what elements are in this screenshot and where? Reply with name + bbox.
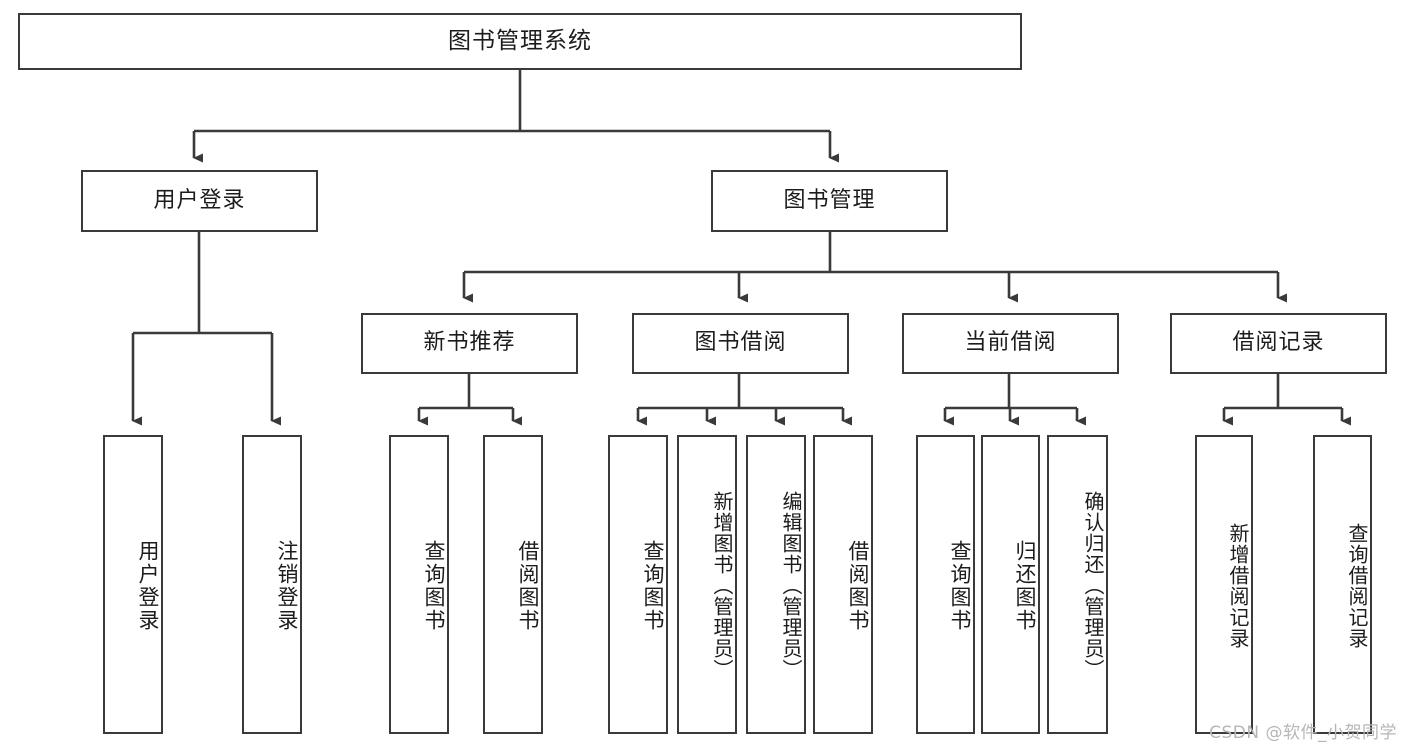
- leaf-confirm-return-admin[interactable]: 确认归还（管理员）: [1047, 435, 1108, 734]
- leaf-user-logout[interactable]: 注销登录: [242, 435, 302, 734]
- node-current-borrow[interactable]: 当前借阅: [902, 313, 1119, 374]
- csdn-watermark: CSDN @软件_小贺同学: [1209, 723, 1397, 743]
- node-label: 注销登录: [275, 539, 299, 632]
- node-root-book-management-system[interactable]: 图书管理系统: [18, 13, 1022, 70]
- leaf-query-book-new-recommend[interactable]: 查询图书: [389, 435, 449, 734]
- node-label: 图书管理: [783, 187, 876, 213]
- leaf-borrow-book-borrow[interactable]: 借阅图书: [813, 435, 873, 734]
- node-label: 查询借阅记录: [1345, 522, 1369, 649]
- node-label: 新增图书（管理员）: [710, 491, 734, 680]
- node-label: 归还图书: [1013, 539, 1037, 632]
- node-new-book-recommend[interactable]: 新书推荐: [361, 313, 578, 374]
- node-label: 用户登录: [153, 187, 246, 213]
- leaf-query-borrow-record[interactable]: 查询借阅记录: [1313, 435, 1372, 734]
- leaf-return-book[interactable]: 归还图书: [981, 435, 1040, 734]
- node-user-login[interactable]: 用户登录: [81, 170, 318, 232]
- node-book-management[interactable]: 图书管理: [711, 170, 948, 232]
- node-book-borrow[interactable]: 图书借阅: [632, 313, 849, 374]
- node-label: 借阅图书: [846, 539, 870, 632]
- leaf-add-book-admin[interactable]: 新增图书（管理员）: [677, 435, 737, 734]
- node-label: 借阅记录: [1232, 330, 1325, 356]
- leaf-query-book-borrow[interactable]: 查询图书: [608, 435, 668, 734]
- node-label: 新增借阅记录: [1226, 522, 1250, 649]
- node-label: 新书推荐: [423, 330, 516, 356]
- node-label: 查询图书: [422, 539, 446, 632]
- node-label: 当前借阅: [964, 330, 1057, 356]
- node-label: 查询图书: [641, 539, 665, 632]
- node-label: 图书管理系统: [448, 27, 592, 54]
- node-borrow-record[interactable]: 借阅记录: [1170, 313, 1387, 374]
- node-label: 借阅图书: [516, 539, 540, 632]
- leaf-add-borrow-record[interactable]: 新增借阅记录: [1195, 435, 1253, 734]
- node-label: 图书借阅: [694, 330, 787, 356]
- leaf-user-login[interactable]: 用户登录: [103, 435, 163, 734]
- leaf-borrow-book-new-recommend[interactable]: 借阅图书: [483, 435, 543, 734]
- node-label: 确认归还（管理员）: [1081, 491, 1105, 680]
- node-label: 用户登录: [136, 539, 160, 632]
- node-label: 编辑图书（管理员）: [779, 491, 803, 680]
- leaf-edit-book-admin[interactable]: 编辑图书（管理员）: [746, 435, 806, 734]
- leaf-query-book-current[interactable]: 查询图书: [916, 435, 975, 734]
- node-label: 查询图书: [948, 539, 972, 632]
